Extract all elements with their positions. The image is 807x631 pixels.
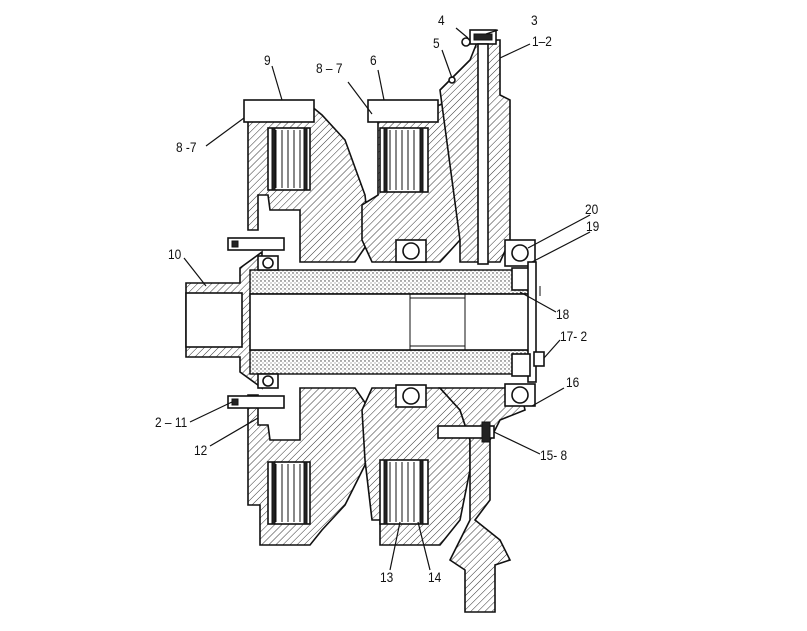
- main-shaft-bore: [249, 293, 531, 351]
- vertical-rod: [477, 43, 489, 265]
- main-shaft-upper: [249, 269, 531, 295]
- callout-14: 14: [428, 569, 442, 585]
- callout-16: 16: [566, 374, 580, 390]
- middle-lower-clutch-plates: [383, 459, 424, 525]
- callout-3: 3: [531, 12, 538, 28]
- callout-9: 9: [264, 52, 271, 68]
- callout-8-7-left: 8 -7: [176, 139, 197, 155]
- left-upper-clutch-plates: [271, 127, 308, 191]
- top-cap-insert: [473, 33, 493, 41]
- left-upper-clutch-cap: [243, 99, 315, 123]
- middle-upper-clutch-plates: [383, 127, 424, 193]
- right-cover-plate: [439, 39, 511, 263]
- bolt-head-top-left: [227, 237, 285, 251]
- callout-17-2: 17- 2: [560, 328, 588, 344]
- bolt-17-2: [533, 351, 545, 367]
- middle-upper-clutch-cap: [367, 99, 439, 123]
- top-screw: [461, 37, 471, 47]
- callout-2-11: 2 – 11: [155, 414, 188, 430]
- callout-20: 20: [585, 201, 599, 217]
- callout-18: 18: [556, 306, 570, 322]
- callout-13: 13: [380, 569, 394, 585]
- left-lower-clutch-plates: [271, 461, 308, 525]
- flange-bore: [185, 292, 243, 348]
- callout-6: 6: [370, 52, 377, 68]
- callout-10: 10: [168, 246, 182, 262]
- callout-1-2: 1–2: [532, 33, 552, 49]
- callout-5: 5: [433, 35, 440, 51]
- shaft-nut-lower: [511, 353, 531, 377]
- callout-15-8: 15- 8: [540, 447, 568, 463]
- right-lower-housing: [438, 387, 526, 613]
- callout-12: 12: [194, 442, 208, 458]
- bolt-head-bottom-left: [227, 395, 285, 409]
- callout-19: 19: [586, 218, 600, 234]
- callout-4: 4: [438, 12, 445, 28]
- callout-8-7-mid: 8 – 7: [316, 60, 343, 76]
- main-shaft-lower: [249, 349, 531, 375]
- leader-lines: [183, 27, 591, 571]
